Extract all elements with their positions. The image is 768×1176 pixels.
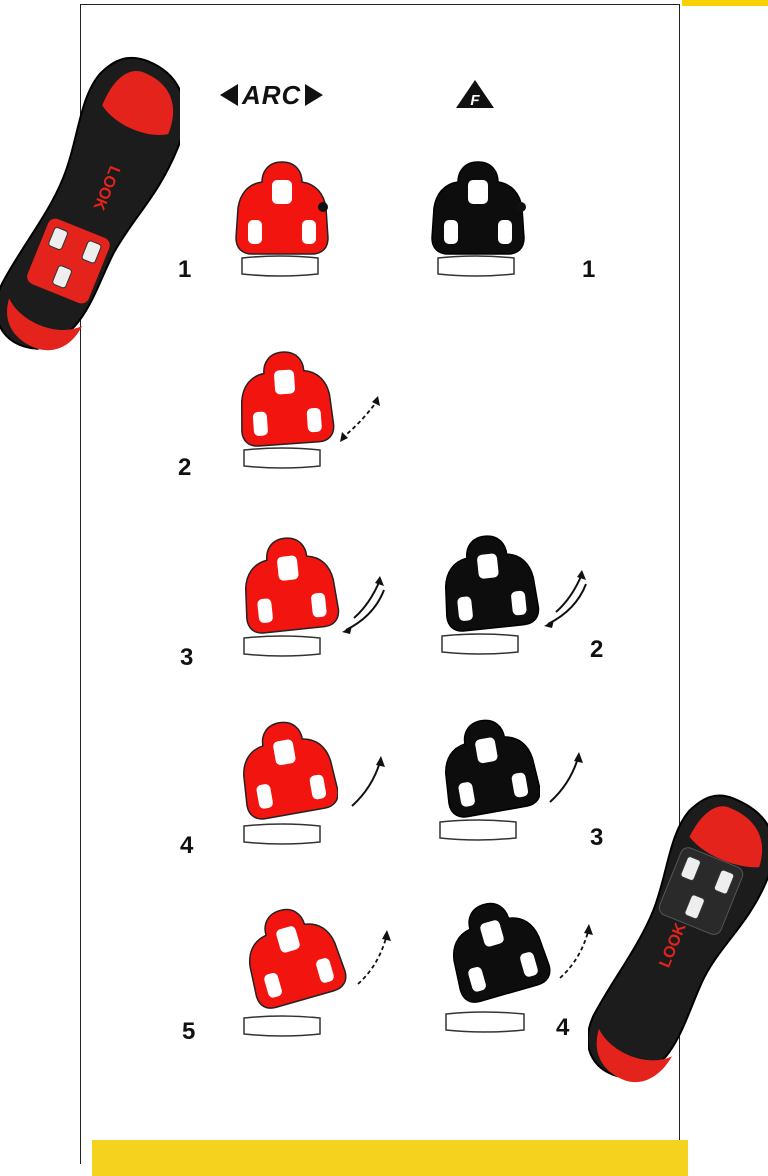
shoe-sole-top-left: LOOK: [0, 40, 180, 370]
f-cleat-icon: [440, 716, 540, 826]
pedal-outline: [240, 634, 324, 660]
right-triangle-icon: [305, 84, 323, 106]
arc-cleat-icon: [232, 158, 332, 268]
left-triangle-icon: [220, 84, 238, 106]
pedal-outline: [442, 1008, 528, 1036]
dashed-arrow-icon: [556, 922, 596, 982]
f-header: F: [454, 78, 496, 110]
arc-cleat-icon: [240, 534, 340, 644]
pedal-outline: [436, 818, 520, 844]
dot-icon: [516, 202, 526, 212]
pedal-outline: [240, 822, 324, 848]
rotation-arrow-icon: [546, 750, 586, 806]
double-arrow-icon: [542, 568, 592, 628]
yellow-top-bar: [682, 0, 768, 6]
arc-cleat-icon: [244, 904, 348, 1016]
right-step-number: 2: [590, 636, 603, 664]
right-step-number: 1: [582, 256, 595, 284]
shoe-sole-bottom-right: LOOK: [588, 780, 768, 1100]
arc-cleat-icon: [238, 718, 338, 828]
pedal-outline: [238, 254, 322, 280]
left-step-number: 1: [178, 256, 191, 284]
f-letter: F: [470, 92, 480, 109]
arc-label: ARC: [242, 80, 301, 111]
double-arrow-icon: [340, 574, 390, 634]
pedal-outline: [240, 446, 324, 472]
rotation-arrow-icon: [348, 754, 388, 810]
dashed-arrow-icon: [354, 928, 394, 988]
pedal-outline: [438, 632, 522, 658]
f-cleat-icon: [428, 158, 528, 268]
left-step-number: 5: [182, 1018, 195, 1046]
left-step-number: 4: [180, 832, 193, 860]
arc-cleat-icon: [236, 348, 336, 458]
dashed-arrow-icon: [336, 394, 386, 444]
right-step-number: 4: [556, 1014, 569, 1042]
pedal-outline: [240, 1014, 324, 1040]
f-triangle-icon: F: [454, 78, 496, 110]
yellow-bottom-bar: [92, 1140, 688, 1176]
pedal-outline: [434, 254, 518, 280]
f-cleat-icon: [440, 532, 540, 642]
left-step-number: 2: [178, 454, 191, 482]
arc-header: ARC: [220, 80, 323, 110]
left-step-number: 3: [180, 644, 193, 672]
dot-icon: [318, 202, 328, 212]
right-step-number: 3: [590, 824, 603, 852]
f-cleat-icon: [448, 898, 552, 1010]
